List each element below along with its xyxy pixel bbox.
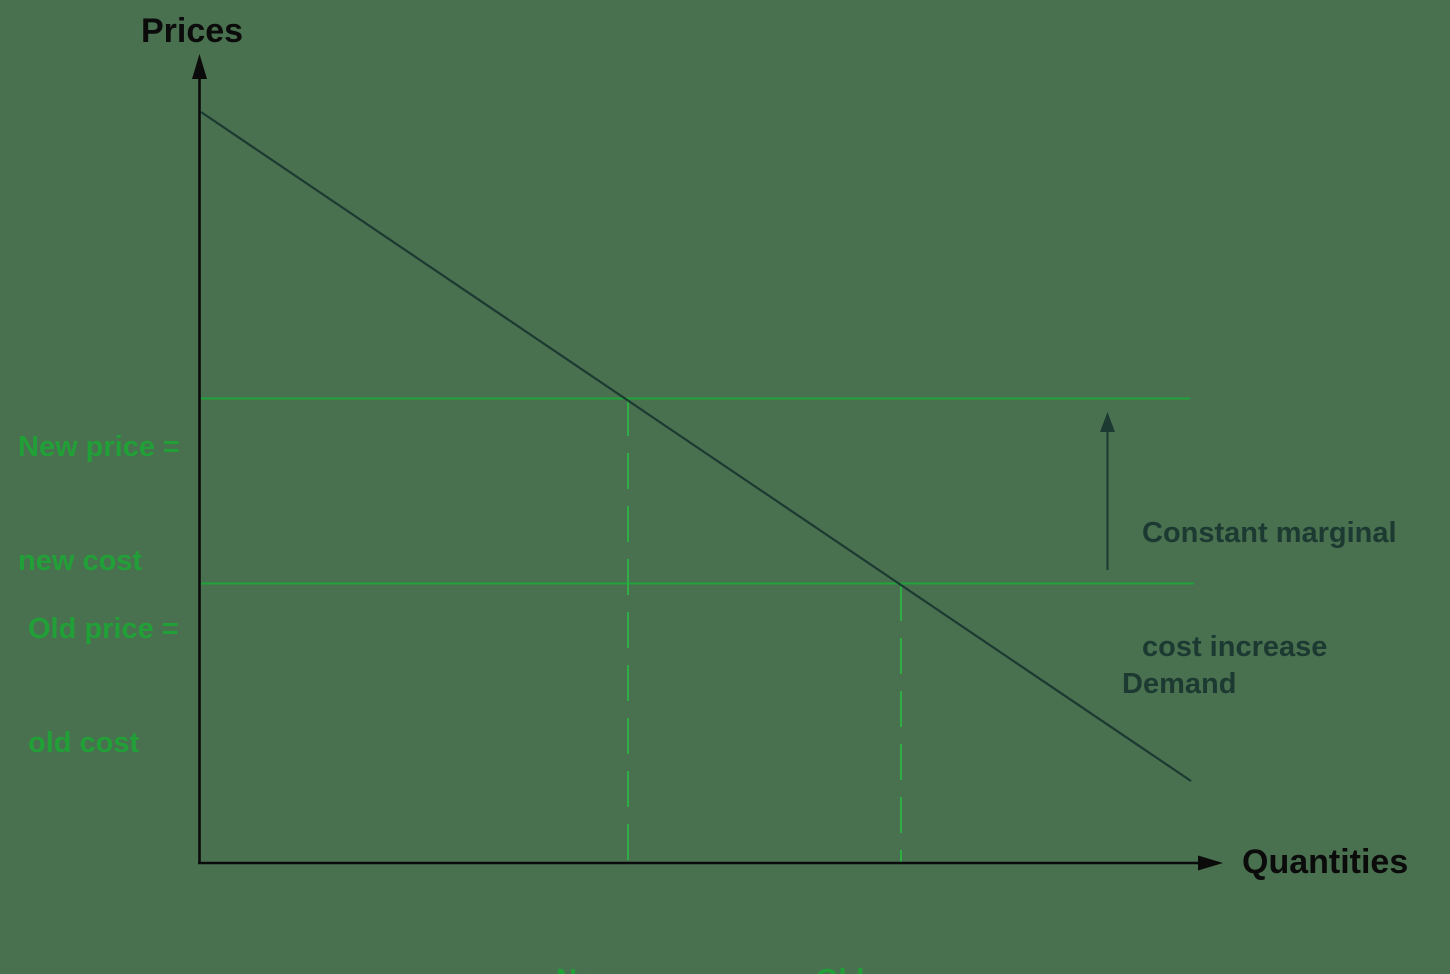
cost-increase-annotation-line2: cost increase <box>1142 631 1328 663</box>
cost-increase-arrowhead-icon <box>1100 412 1115 432</box>
demand-curve-label: Demand <box>1122 668 1237 700</box>
new-price-label-line2: new cost <box>18 545 143 577</box>
x-axis-label: Quantities <box>1242 843 1409 881</box>
old-quantities-label: Old quantities <box>816 880 953 974</box>
new-quantities-label-line1: New <box>556 960 693 974</box>
old-price-label-line1: Old price = <box>28 613 179 645</box>
y-axis-label: Prices <box>141 12 244 50</box>
cost-increase-annotation: Constant marginal cost increase <box>1142 438 1397 742</box>
old-price-label: Old price = old cost <box>28 534 179 838</box>
new-price-label: New price = new cost <box>18 352 180 656</box>
old-price-label-line2: old cost <box>28 727 140 759</box>
new-quantities-label: New quantities <box>556 880 693 974</box>
x-axis-arrowhead-icon <box>1198 855 1223 871</box>
demand-curve <box>200 111 1192 782</box>
y-axis-arrowhead-icon <box>192 54 207 79</box>
old-quantities-label-line1: Old <box>816 960 953 974</box>
cost-increase-annotation-line1: Constant marginal <box>1142 517 1397 549</box>
new-price-label-line1: New price = <box>18 431 180 463</box>
